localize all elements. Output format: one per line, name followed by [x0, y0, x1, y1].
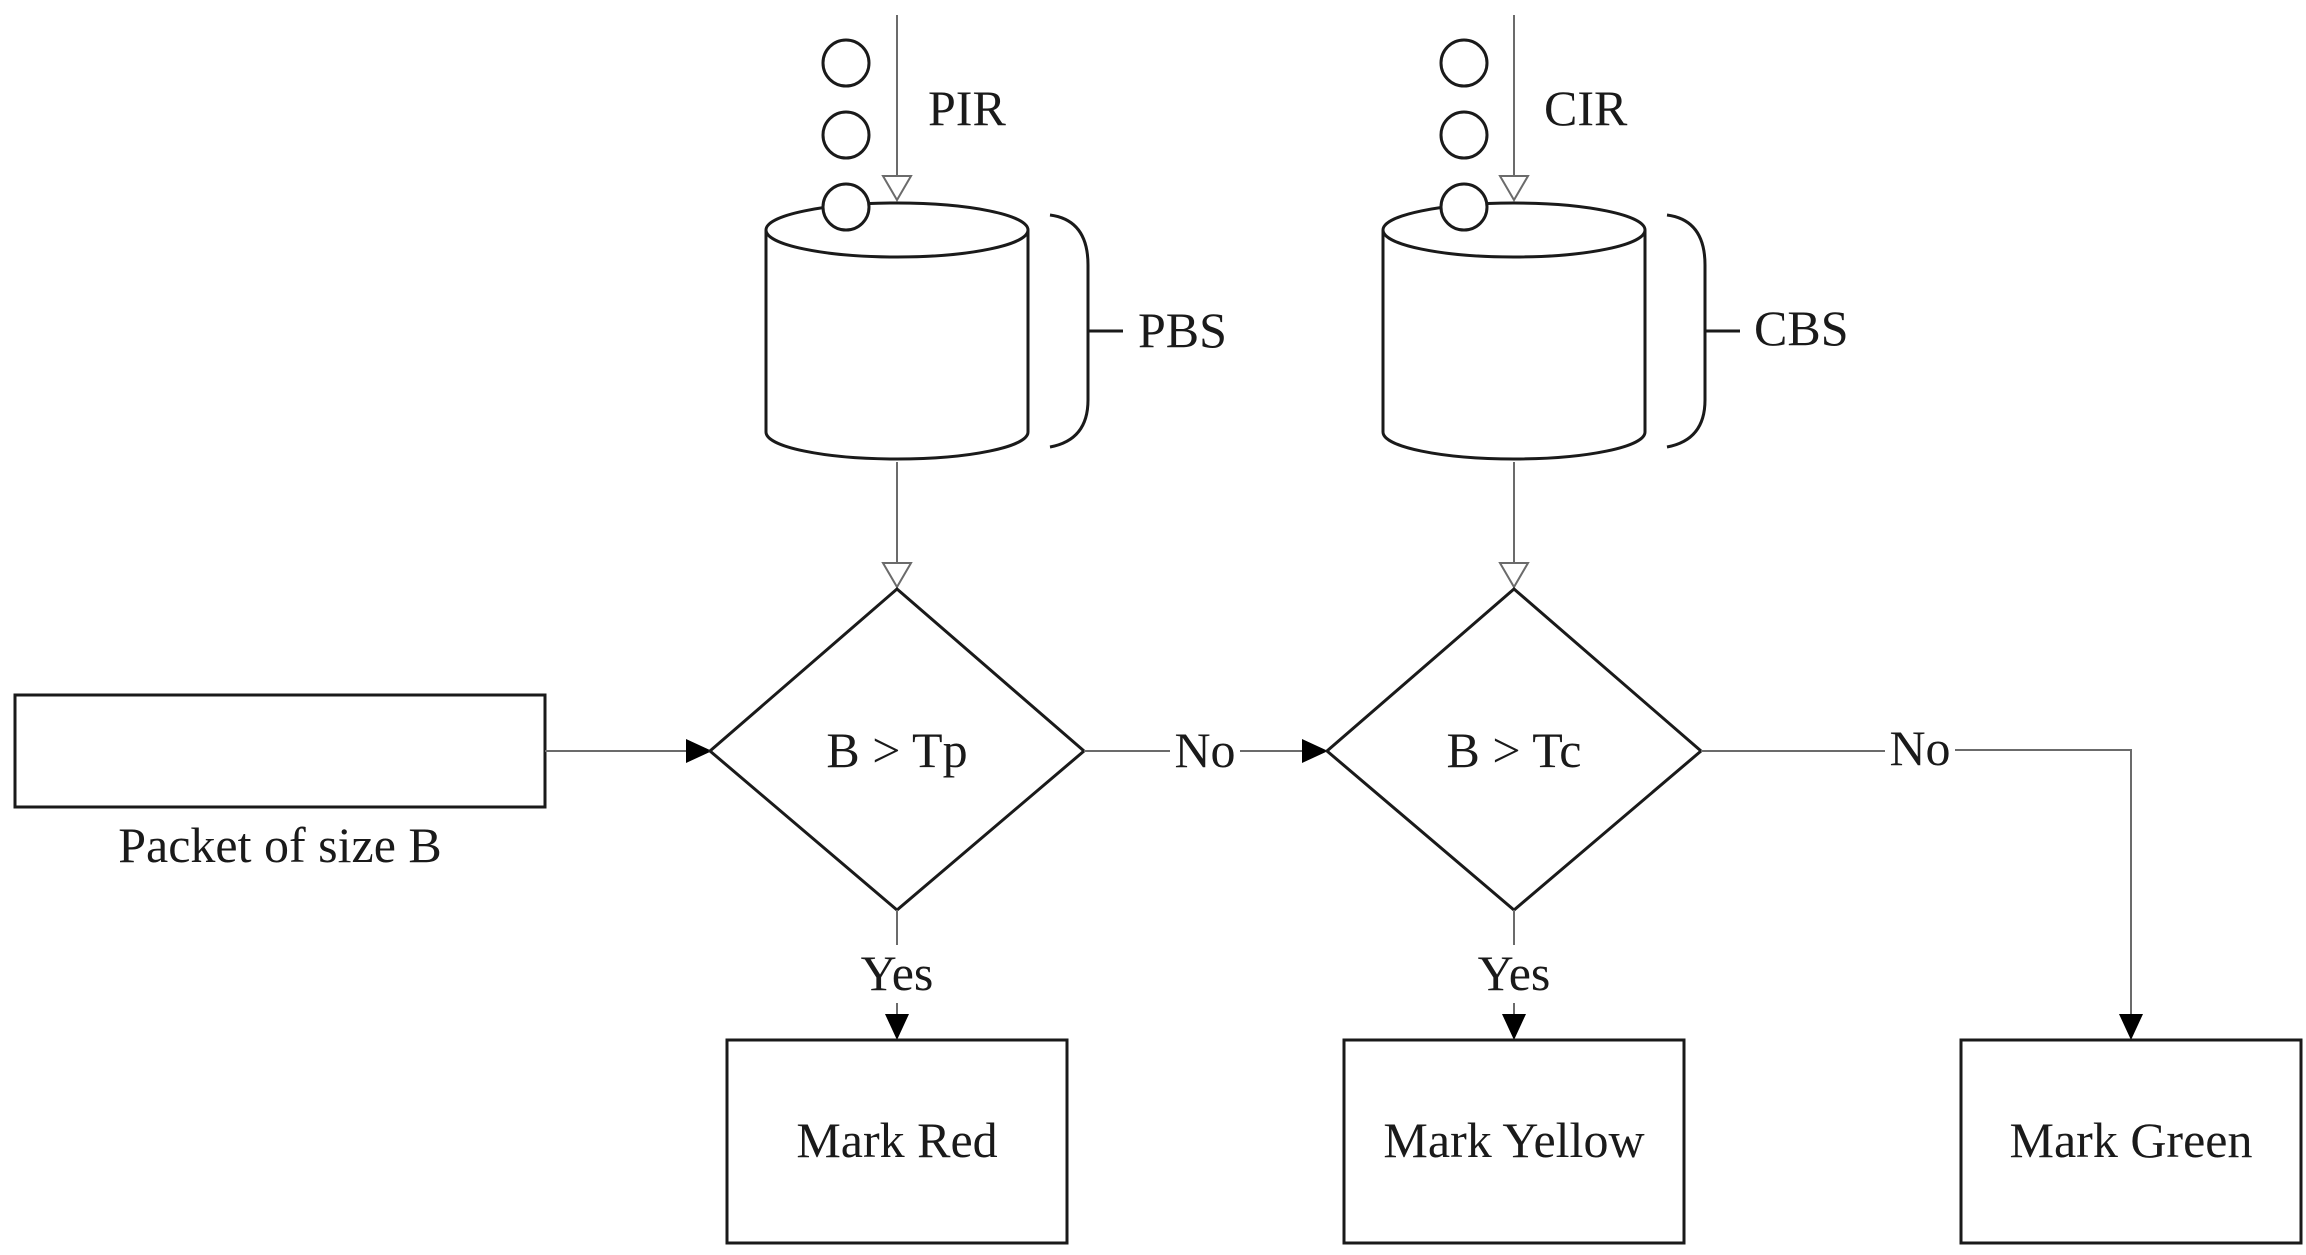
pir-arrowhead — [881, 175, 913, 202]
packet-label: Packet of size B — [118, 817, 442, 873]
peak-token-3 — [821, 182, 871, 232]
green-result-group: Mark Green — [1959, 1038, 2303, 1245]
committed-decision-group: B > Tc No Yes Mark Yellow — [1324, 587, 2143, 1245]
peak-decision-group: B > Tp No Yes Mark Red — [707, 587, 1328, 1245]
committed-token-1 — [1439, 38, 1489, 88]
pbs-bracket — [1049, 213, 1090, 449]
committed-decision-label: B > Tc — [1447, 722, 1582, 778]
committed-yes-arrowhead — [1502, 1014, 1526, 1040]
pir-label: PIR — [928, 80, 1006, 136]
committed-bucket-cylinder — [1381, 230, 1647, 461]
cir-arrowhead — [1498, 175, 1530, 202]
peak-yes-arrowhead — [885, 1014, 909, 1040]
cir-label: CIR — [1544, 80, 1628, 136]
committed-no-arrowhead — [2119, 1014, 2143, 1040]
peak-bucket-top — [764, 201, 1030, 259]
mark-green-label: Mark Green — [2010, 1112, 2253, 1168]
cbs-label: CBS — [1754, 300, 1849, 356]
peak-token-2 — [821, 110, 871, 160]
committed-bucket-group: CIR CBS — [1381, 15, 1849, 589]
mark-yellow-label: Mark Yellow — [1383, 1112, 1644, 1168]
packet-group: Packet of size B — [13, 693, 712, 873]
pbs-label: PBS — [1138, 302, 1227, 358]
peak-bucket-cylinder — [764, 230, 1030, 461]
committed-yes-label: Yes — [1478, 945, 1551, 1001]
committed-bucket-top — [1381, 201, 1647, 259]
cbs-bracket — [1666, 213, 1707, 449]
packet-box — [13, 693, 547, 809]
committed-no-line-right — [1955, 749, 2132, 1016]
committed-bucket-to-decision-arrowhead — [1498, 562, 1530, 589]
mark-red-label: Mark Red — [796, 1112, 997, 1168]
mark-green-box — [1959, 1038, 2303, 1245]
peak-no-arrowhead — [1302, 739, 1328, 763]
peak-no-label: No — [1174, 722, 1235, 778]
mark-yellow-box — [1342, 1038, 1686, 1245]
peak-token-1 — [821, 38, 871, 88]
peak-bucket-to-decision-arrowhead — [881, 562, 913, 589]
committed-token-2 — [1439, 110, 1489, 160]
committed-no-label: No — [1889, 720, 1950, 776]
peak-bucket-group: PIR PBS — [764, 15, 1227, 589]
packet-to-peak-decision-arrowhead — [686, 739, 712, 763]
committed-token-3 — [1439, 182, 1489, 232]
peak-decision-label: B > Tp — [826, 722, 967, 778]
mark-red-box — [725, 1038, 1069, 1245]
peak-yes-label: Yes — [861, 945, 934, 1001]
